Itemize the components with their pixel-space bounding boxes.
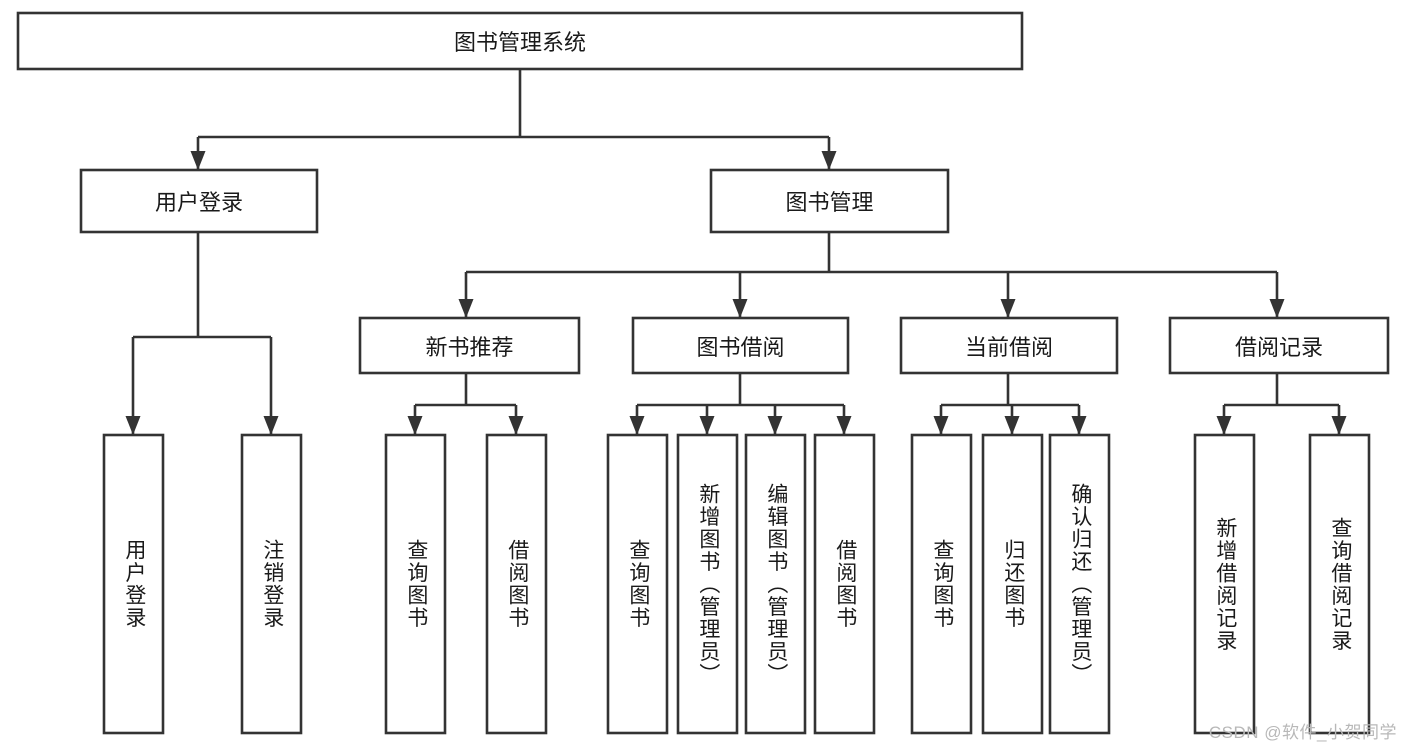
arrow-head-icon [1004,416,1020,435]
arrow-head-icon [933,416,949,435]
arrow-head-icon [699,416,715,435]
node-box-book-borrow[interactable] [631,316,850,375]
node-box-leaf-user-login[interactable] [102,433,165,735]
node-box-leaf-query-record[interactable] [1308,433,1371,735]
arrow-head-icon [1000,299,1016,318]
edge-group-current-borrow-to-leaves [933,373,1087,435]
node-box-borrow-record[interactable] [1168,316,1390,375]
arrow-head-icon [732,299,748,318]
node-box-new-book-rec[interactable] [358,316,581,375]
arrow-head-icon [263,416,279,435]
arrow-head-icon [836,416,852,435]
arrow-head-icon [821,151,837,170]
edge-group-borrow-record-to-leaves [1216,373,1347,435]
node-box-leaf-logout[interactable] [240,433,303,735]
edge-group-root-to-level1 [190,69,837,170]
arrow-head-icon [458,299,474,318]
node-box-leaf-edit-book[interactable] [744,433,807,735]
node-box-leaf-borrow-book-1[interactable] [485,433,548,735]
arrow-head-icon [1216,416,1232,435]
node-box-leaf-confirm-return[interactable] [1048,433,1111,735]
node-box-book-manage[interactable] [709,168,950,234]
node-box-current-borrow[interactable] [899,316,1119,375]
arrow-head-icon [190,151,206,170]
arrow-head-icon [407,416,423,435]
arrow-head-icon [508,416,524,435]
edge-group-user-login-to-leaves [125,232,279,435]
node-box-leaf-borrow-book-2[interactable] [813,433,876,735]
edge-group-new-book-rec-to-leaves [407,373,524,435]
node-box-root[interactable] [16,11,1024,71]
arrow-head-icon [629,416,645,435]
node-box-leaf-return-book[interactable] [981,433,1044,735]
node-box-leaf-add-book[interactable] [676,433,739,735]
edge-group-book-manage-to-level2 [458,232,1285,318]
arrow-head-icon [767,416,783,435]
node-box-leaf-query-book-2[interactable] [606,433,669,735]
arrow-head-icon [1269,299,1285,318]
arrow-head-icon [1071,416,1087,435]
node-box-leaf-query-book-3[interactable] [910,433,973,735]
boxes-layer [16,11,1390,735]
arrow-head-icon [1331,416,1347,435]
edges-layer [125,69,1347,435]
arrow-head-icon [125,416,141,435]
node-box-leaf-add-record[interactable] [1193,433,1256,735]
edge-group-book-borrow-to-leaves [629,373,852,435]
node-box-user-login[interactable] [79,168,319,234]
node-box-leaf-query-book-1[interactable] [384,433,447,735]
